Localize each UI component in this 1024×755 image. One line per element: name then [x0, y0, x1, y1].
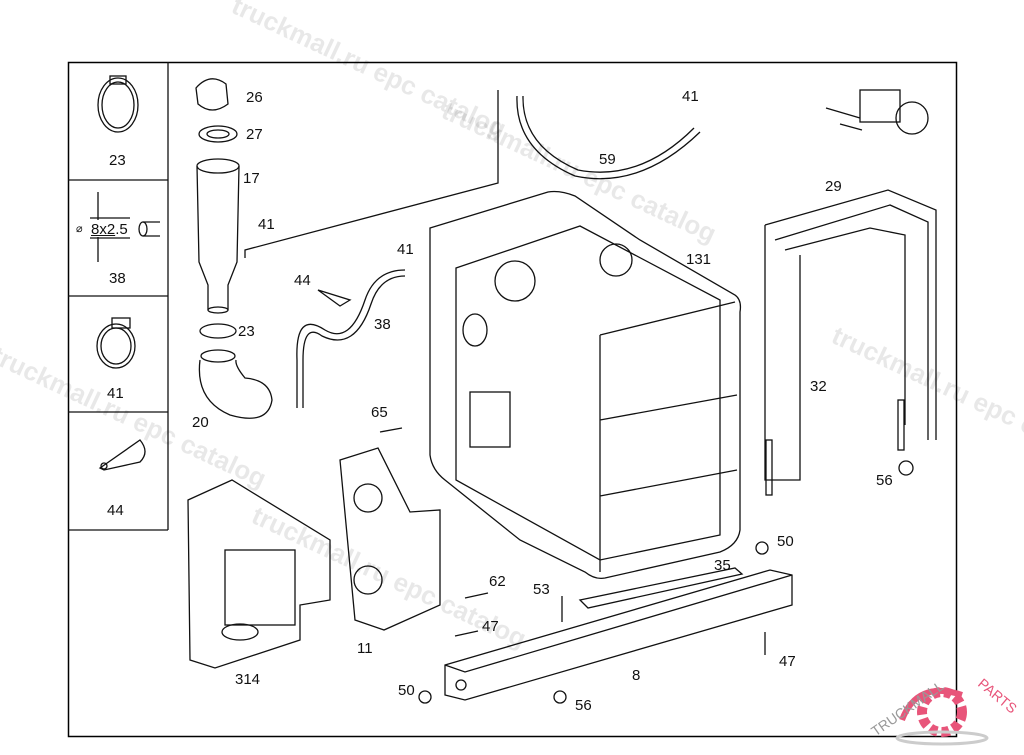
- callout: 29: [825, 178, 842, 195]
- fuel-tank-131: [429, 190, 742, 580]
- dimension-value: 8x2.5: [91, 221, 128, 238]
- callout: 23: [238, 323, 255, 340]
- truckmall-parts-logo: TRUCKMALL PARTS: [862, 660, 1022, 750]
- callout: 314: [235, 671, 261, 688]
- hose-20: [198, 349, 273, 419]
- callout: 59: [599, 151, 616, 168]
- valve-assembly: [825, 89, 929, 135]
- callout: 65: [371, 404, 388, 421]
- legend-label-44: 44: [107, 502, 124, 519]
- legend-label-41: 41: [107, 385, 124, 402]
- callout: 35: [714, 557, 731, 574]
- bracket-11: [339, 447, 441, 631]
- legend-label-23: 23: [109, 152, 126, 169]
- callout: 27: [246, 126, 263, 143]
- diagram-frame: [67, 61, 958, 738]
- callout: 26: [246, 89, 263, 106]
- callout: 47: [779, 653, 796, 670]
- cable-tie-44: [317, 289, 352, 307]
- callout: 11: [357, 640, 373, 657]
- gear-logo-icon: TRUCKMALL PARTS: [868, 675, 1020, 746]
- dimension-main: 8x2: [91, 221, 116, 238]
- callout: 56: [575, 697, 592, 714]
- leader-line: [244, 90, 499, 258]
- callout: 62: [489, 573, 506, 590]
- callout: 32: [810, 378, 827, 395]
- filler-neck-17: [196, 158, 240, 314]
- hose-38: [296, 269, 406, 408]
- hose-59: [516, 95, 701, 180]
- callout: 131: [686, 251, 712, 268]
- seal-ring-27: [198, 125, 238, 143]
- callout: 20: [192, 414, 209, 431]
- crossmember-8: [444, 569, 793, 701]
- callout: 56: [876, 472, 893, 489]
- diameter-symbol: ⌀: [76, 223, 83, 235]
- hose-clamp-41-icon: [96, 317, 136, 369]
- callout: 41: [258, 216, 275, 233]
- callout: 50: [398, 682, 415, 699]
- legend-label-38: 38: [109, 270, 126, 287]
- bolts: [379, 427, 914, 704]
- svg-text:PARTS: PARTS: [975, 675, 1020, 716]
- cable-tie-44-icon: [98, 439, 146, 471]
- callout: 41: [682, 88, 699, 105]
- filler-cap-26: [195, 78, 229, 111]
- hose-clamp-23-icon: [97, 75, 139, 133]
- callout: 17: [243, 170, 260, 187]
- callout: 44: [294, 272, 311, 289]
- callout: 47: [482, 618, 499, 635]
- plate-35: [578, 567, 744, 609]
- tank-strap-29-32: [764, 189, 937, 496]
- callout: 41: [397, 241, 414, 258]
- callout: 38: [374, 316, 391, 333]
- callout: 50: [777, 533, 794, 550]
- dimension-suffix: .5: [115, 221, 128, 238]
- hose-dimension-icon: [90, 192, 160, 262]
- callout: 53: [533, 581, 550, 598]
- callout: 8: [632, 667, 641, 684]
- clamp-23: [199, 323, 237, 339]
- heater-314: [187, 479, 331, 669]
